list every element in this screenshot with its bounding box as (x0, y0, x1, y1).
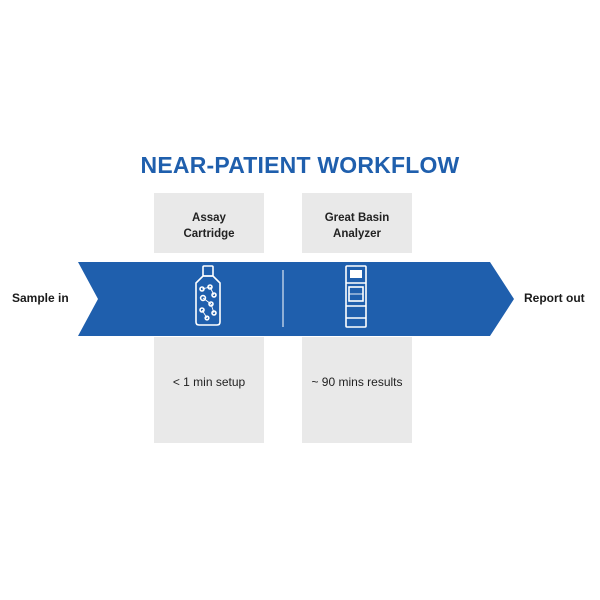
step-1-label-box (154, 193, 264, 253)
step-2-label-line2: Analyzer (333, 228, 381, 240)
step-1-label-line1: Assay (192, 212, 226, 224)
start-label: Sample in (12, 291, 69, 305)
step-1-note-box (154, 337, 264, 443)
step-2-note-box (302, 337, 412, 443)
step-1-label-line2: Cartridge (183, 228, 235, 240)
page-title: NEAR-PATIENT WORKFLOW (140, 152, 460, 178)
step-2-note: ~ 90 mins results (311, 375, 403, 389)
step-2-label-box (302, 193, 412, 253)
step-1-label: Assay Cartridge (154, 210, 264, 242)
end-label: Report out (524, 291, 585, 305)
cartridge-icon (195, 265, 221, 326)
step-1-note: < 1 min setup (172, 375, 246, 389)
analyzer-icon (345, 265, 367, 328)
step-2-label-line1: Great Basin (324, 212, 390, 224)
arrow-band (78, 262, 514, 336)
step-2-label: Great Basin Analyzer (302, 210, 412, 242)
